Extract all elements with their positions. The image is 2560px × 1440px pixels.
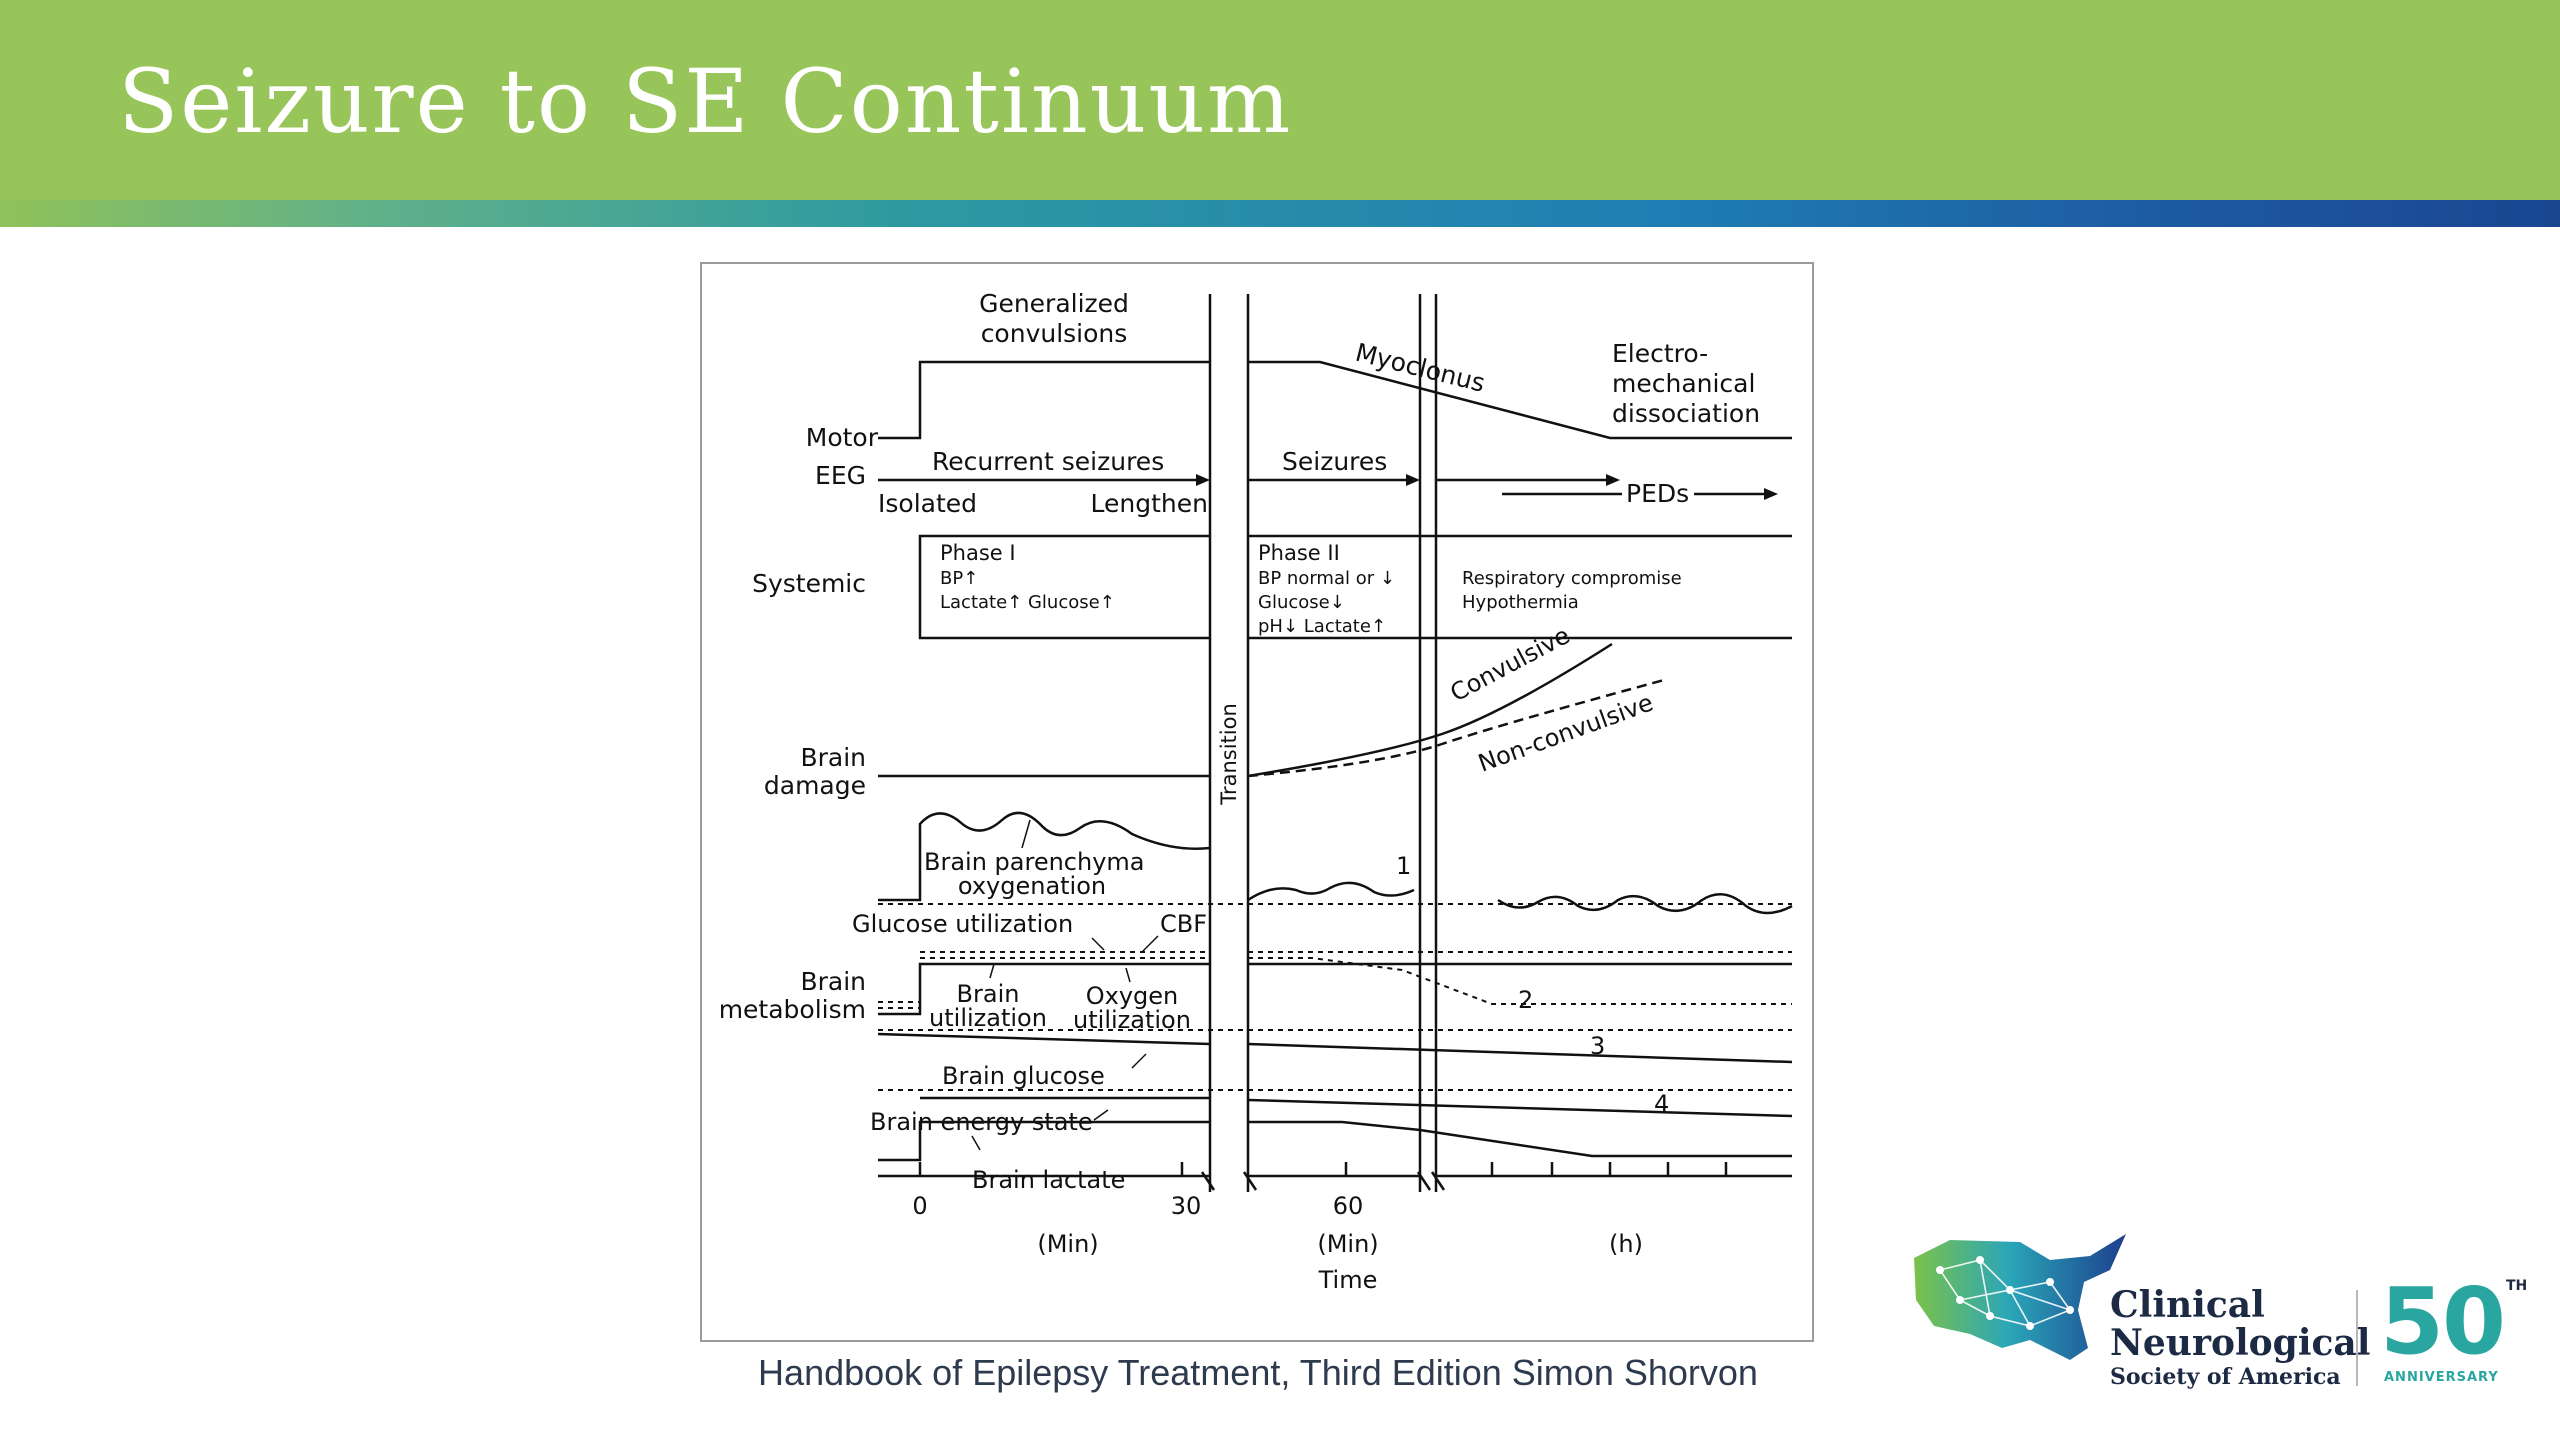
phase1-line-2: Lactate↑ Glucose↑: [940, 592, 1115, 613]
row-label-brain-metabolism-1: Brain: [800, 967, 866, 996]
arrowhead: [1606, 474, 1620, 486]
oxygen-utilization-label-2: utilization: [1073, 1006, 1191, 1034]
arrowhead: [1764, 488, 1778, 500]
cbf-label: CBF: [1160, 910, 1207, 938]
us-map-network-icon: [1914, 1234, 2126, 1360]
oxygenation-label-2: oxygenation: [958, 872, 1106, 900]
phase2-line-2: Glucose↓: [1258, 592, 1345, 613]
marker-3: 3: [1590, 1032, 1605, 1060]
eeg-peds-label: PEDs: [1626, 479, 1689, 508]
phase2-title: Phase II: [1258, 541, 1340, 565]
generalized-label-2: convulsions: [981, 319, 1128, 348]
convulsive-curve: [1247, 642, 1613, 778]
emd-label-1: Electro-: [1612, 339, 1708, 368]
oxygenation-trace-mid: [1247, 881, 1415, 902]
eeg-recurrent-label: Recurrent seizures: [932, 447, 1164, 476]
banner-gradient-strip: [0, 200, 2560, 227]
motor-trace-left: [878, 360, 1210, 440]
oxygenation-trace-left: [878, 811, 1211, 902]
logo-text-society: Society of America: [2110, 1364, 2341, 1390]
slide-title: Seizure to SE Continuum: [118, 50, 1293, 153]
axis-unit-h: (h): [1609, 1230, 1643, 1258]
arrowhead: [1196, 474, 1210, 486]
axis-time-label: Time: [1318, 1266, 1378, 1294]
nonconvulsive-curve: [1247, 678, 1665, 778]
arrowhead: [1406, 474, 1420, 486]
title-banner: [0, 0, 2560, 200]
oxygen-utilization-label-1: Oxygen: [1086, 982, 1179, 1010]
phase2-right-line-1: Respiratory compromise: [1462, 568, 1682, 589]
tick-label-0: 0: [912, 1192, 927, 1220]
emd-label-2: mechanical: [1612, 369, 1755, 398]
phase1-box: [918, 534, 1210, 640]
eeg-lengthen-label: Lengthen: [1091, 489, 1208, 518]
oxygenation-label-1: Brain parenchyma: [924, 848, 1145, 876]
energy-line-right: [1247, 1098, 1793, 1118]
phase2-line-3: pH↓ Lactate↑: [1258, 616, 1386, 637]
marker-4: 4: [1654, 1090, 1669, 1118]
motor-trace-right: [1248, 360, 1792, 440]
dashed-line-cbf-right: [1248, 957, 1792, 1005]
marker-1: 1: [1396, 852, 1411, 880]
brain-utilization-label-2: utilization: [929, 1004, 1047, 1032]
brain-lactate-label: Brain lactate: [972, 1166, 1125, 1194]
tick-label-30: 30: [1171, 1192, 1202, 1220]
glucose-line-right: [1247, 1042, 1793, 1064]
phase1-title: Phase I: [940, 541, 1016, 565]
convulsive-label: Convulsive: [1446, 621, 1575, 707]
phase1-line-1: BP↑: [940, 568, 978, 589]
logo-divider: [2356, 1290, 2358, 1386]
generalized-label-1: Generalized: [979, 289, 1129, 318]
lactate-line-right: [1248, 1120, 1792, 1158]
brain-energy-label: Brain energy state: [870, 1108, 1093, 1136]
logo-text-clinical: Clinical: [2110, 1284, 2265, 1326]
emd-label-3: dissociation: [1612, 399, 1760, 428]
logo-fifty: 50: [2380, 1268, 2506, 1375]
row-label-brain-damage-2: damage: [764, 771, 866, 800]
row-label-brain-damage-1: Brain: [800, 743, 866, 772]
lactate-line-left: [878, 1120, 1210, 1162]
axis-unit-min-2: (Min): [1317, 1230, 1378, 1258]
marker-2: 2: [1518, 986, 1533, 1014]
glucose-utilization-label: Glucose utilization: [852, 910, 1073, 938]
logo-anniversary: ANNIVERSARY: [2384, 1370, 2499, 1385]
row-label-motor: Motor: [806, 423, 879, 452]
row-label-eeg: EEG: [815, 461, 866, 490]
glucose-line-left: [877, 1032, 1211, 1046]
row-label-systemic: Systemic: [752, 569, 866, 598]
logo-text-neurological: Neurological: [2110, 1322, 2371, 1364]
brain-glucose-label: Brain glucose: [942, 1062, 1105, 1090]
tick-label-60: 60: [1333, 1192, 1364, 1220]
eeg-seizures-label: Seizures: [1282, 447, 1387, 476]
figure-caption: Handbook of Epilepsy Treatment, Third Ed…: [758, 1352, 1758, 1393]
eeg-isolated-label: Isolated: [878, 489, 977, 518]
phase2-line-1: BP normal or ↓: [1258, 568, 1395, 589]
seizure-continuum-diagram: Motor EEG Systemic Brain damage Brain me…: [719, 289, 1793, 1294]
phase2-right-line-2: Hypothermia: [1462, 592, 1579, 613]
nonconvulsive-label: Non-convulsive: [1474, 688, 1656, 777]
transition-label: Transition: [1217, 703, 1241, 806]
figure-frame: Motor EEG Systemic Brain damage Brain me…: [700, 262, 1814, 1342]
logo-th: TH: [2506, 1278, 2528, 1294]
axis-unit-min-1: (Min): [1037, 1230, 1098, 1258]
row-label-brain-metabolism-2: metabolism: [719, 995, 866, 1024]
brain-utilization-label-1: Brain: [957, 980, 1020, 1008]
cnsa-logo: Clinical Neurological Society of America…: [1910, 1230, 2530, 1400]
